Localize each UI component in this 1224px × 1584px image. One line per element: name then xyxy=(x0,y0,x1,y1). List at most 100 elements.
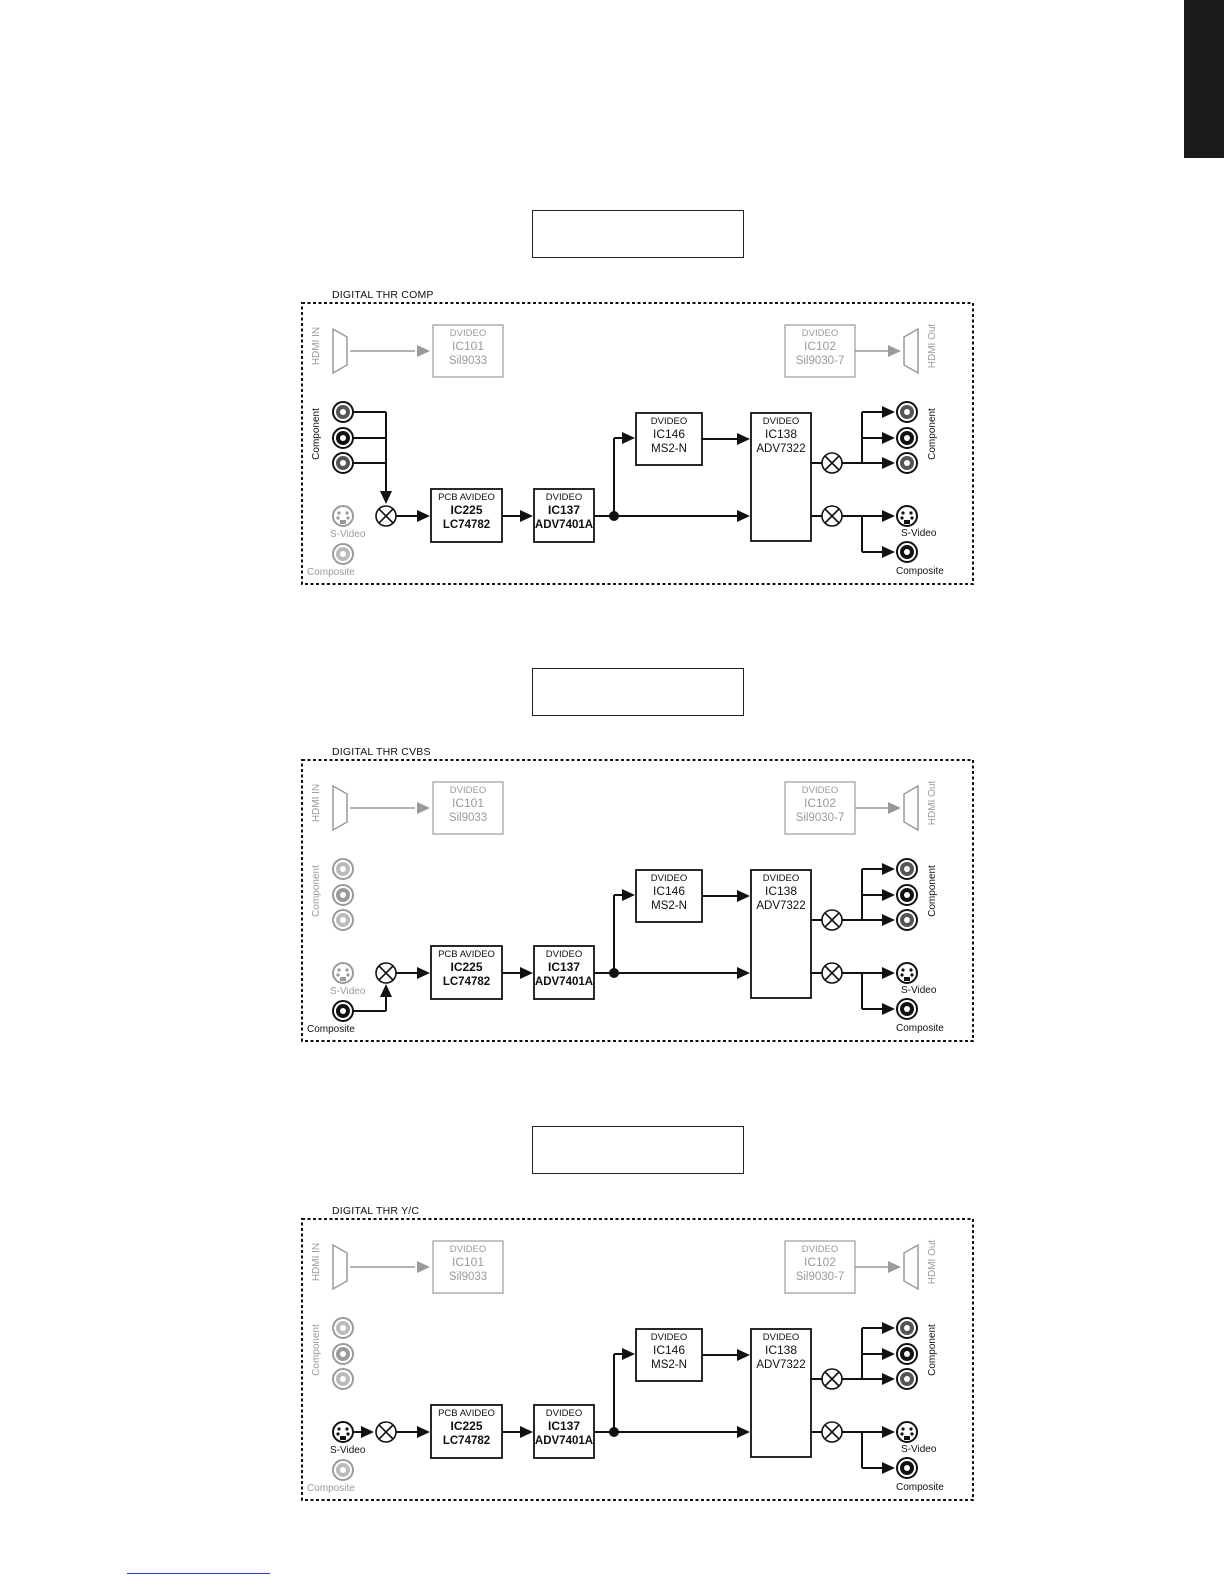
input-composite-label: Composite xyxy=(307,1483,355,1494)
ic146-to-ic138-arrow xyxy=(737,433,750,445)
mixer-to-ic225-arrow xyxy=(417,967,430,979)
input-component-jack-2-pin xyxy=(340,435,346,441)
output-component-label: Component xyxy=(927,865,938,917)
input-svideo-jack-pin xyxy=(346,973,350,977)
input-svideo-jack-pin xyxy=(337,968,341,972)
chip-ic138-line3: ADV7322 xyxy=(756,443,805,455)
component-output-arrow xyxy=(882,406,895,418)
hdmi-in-label: HDMI IN xyxy=(311,327,322,365)
chip-ic102-line1: DVIDEO xyxy=(802,328,838,339)
ic225-to-ic137-arrow xyxy=(520,967,533,979)
output-svideo-jack-pin xyxy=(901,968,905,972)
input-svideo-jack-pin xyxy=(336,1432,340,1436)
output-component-jack-3-pin xyxy=(904,460,910,466)
chip-ic138 xyxy=(750,412,812,542)
chip-ic101-line2: IC101 xyxy=(452,796,484,810)
chip-ic137-line2: IC137 xyxy=(548,1419,580,1433)
chip-ic102-line3: Sil9030-7 xyxy=(796,812,845,824)
input-component-label: Component xyxy=(311,408,322,460)
chip-ic101-line3: Sil9033 xyxy=(449,355,487,367)
input-composite-jack-pin xyxy=(340,1467,346,1473)
hdmi-out-arrow xyxy=(888,1261,901,1273)
output-svideo-jack-pin xyxy=(910,516,914,520)
output-svideo-label: S-Video xyxy=(901,528,937,539)
hdmi-in-arrow xyxy=(417,1261,430,1273)
diagram-title-1: DIGITAL THR COMP xyxy=(332,289,434,301)
output-component-jack-3-pin xyxy=(904,1376,910,1382)
output-composite-jack-pin xyxy=(904,1006,910,1012)
ic146-to-ic138-arrow xyxy=(737,890,750,902)
chip-ic146-line2: IC146 xyxy=(653,427,685,441)
chip-ic137-line1: DVIDEO xyxy=(546,949,582,960)
chip-ic146-line2: IC146 xyxy=(653,884,685,898)
output-composite-label: Composite xyxy=(896,1482,944,1493)
ic146-to-ic138-arrow xyxy=(737,1349,750,1361)
input-svideo-jack xyxy=(332,962,354,984)
chip-ic101-line3: Sil9033 xyxy=(449,1271,487,1283)
output-svideo-jack-key xyxy=(904,977,910,981)
caption-box-3 xyxy=(532,1126,744,1174)
junction-to-ic146-arrow xyxy=(622,1348,635,1360)
chip-ic146-line3: MS2-N xyxy=(651,443,687,455)
chip-ic146-line1: DVIDEO xyxy=(651,1332,687,1343)
ic137-to-ic138-arrow xyxy=(737,967,750,979)
hdmi-out-arrow xyxy=(888,345,901,357)
output-svideo-jack-pin xyxy=(909,511,913,515)
hdmi-out-label: HDMI Out xyxy=(927,324,938,369)
chip-ic101 xyxy=(432,781,504,835)
output-svideo-label: S-Video xyxy=(901,1444,937,1455)
chip-ic102-line3: Sil9030-7 xyxy=(796,355,845,367)
chip-ic101-line1: DVIDEO xyxy=(450,328,486,339)
output-component-jack-1-pin xyxy=(904,866,910,872)
chip-ic146-line3: MS2-N xyxy=(651,1359,687,1371)
caption-box-1 xyxy=(532,210,744,258)
chip-ic138-line2: IC138 xyxy=(765,1343,797,1357)
chip-ic138-line3: ADV7322 xyxy=(756,900,805,912)
chip-ic146-line3: MS2-N xyxy=(651,900,687,912)
input-svideo-jack-key xyxy=(340,977,346,981)
chip-ic146 xyxy=(635,1328,703,1382)
input-composite-label: Composite xyxy=(307,1024,355,1035)
chip-ic146-line1: DVIDEO xyxy=(651,873,687,884)
composite-output-arrow xyxy=(882,546,895,558)
output-svideo-jack-key xyxy=(904,1436,910,1440)
output-component-jack-1-pin xyxy=(904,409,910,415)
output-composite-label: Composite xyxy=(896,566,944,577)
hdmi-in-label: HDMI IN xyxy=(311,784,322,822)
svideo-input-arrow xyxy=(361,1426,374,1438)
output-svideo-jack-pin xyxy=(910,973,914,977)
ic137-to-ic138-arrow xyxy=(737,1426,750,1438)
composite-input-arrow xyxy=(380,984,392,997)
ic225-to-ic137-arrow xyxy=(520,510,533,522)
diagram-border xyxy=(301,759,974,1042)
diagram-border xyxy=(301,1218,974,1501)
ic137-to-ic138-arrow xyxy=(737,510,750,522)
chip-ic102 xyxy=(784,324,856,378)
hdmi-out-label: HDMI Out xyxy=(927,781,938,826)
input-svideo-jack-pin xyxy=(346,516,350,520)
junction-to-ic146-arrow xyxy=(622,889,635,901)
chip-ic146-line2: IC146 xyxy=(653,1343,685,1357)
chip-ic225-line2: IC225 xyxy=(450,1419,482,1433)
input-svideo-jack-pin xyxy=(337,511,341,515)
input-component-jack-1-pin xyxy=(340,1325,346,1331)
chip-ic137-line2: IC137 xyxy=(548,503,580,517)
chip-ic137 xyxy=(533,945,595,1000)
component-output-arrow xyxy=(882,863,895,875)
component-input-arrow xyxy=(380,491,392,504)
component-output-arrow xyxy=(882,889,895,901)
chip-ic138-line1: DVIDEO xyxy=(763,416,799,427)
input-svideo-label: S-Video xyxy=(330,529,366,540)
footer-link-rule xyxy=(127,1573,270,1574)
mixer-to-ic225-arrow xyxy=(417,1426,430,1438)
input-component-jack-1-pin xyxy=(340,866,346,872)
diagram-title-3: DIGITAL THR Y/C xyxy=(332,1205,420,1217)
input-svideo-jack-pin xyxy=(337,1427,341,1431)
chip-ic138 xyxy=(750,1328,812,1458)
output-svideo-jack-pin xyxy=(900,973,904,977)
chip-ic101-line1: DVIDEO xyxy=(450,785,486,796)
output-component-label: Component xyxy=(927,408,938,460)
hdmi-in-arrow xyxy=(417,802,430,814)
chip-ic137-line3: ADV7401A xyxy=(535,519,593,531)
